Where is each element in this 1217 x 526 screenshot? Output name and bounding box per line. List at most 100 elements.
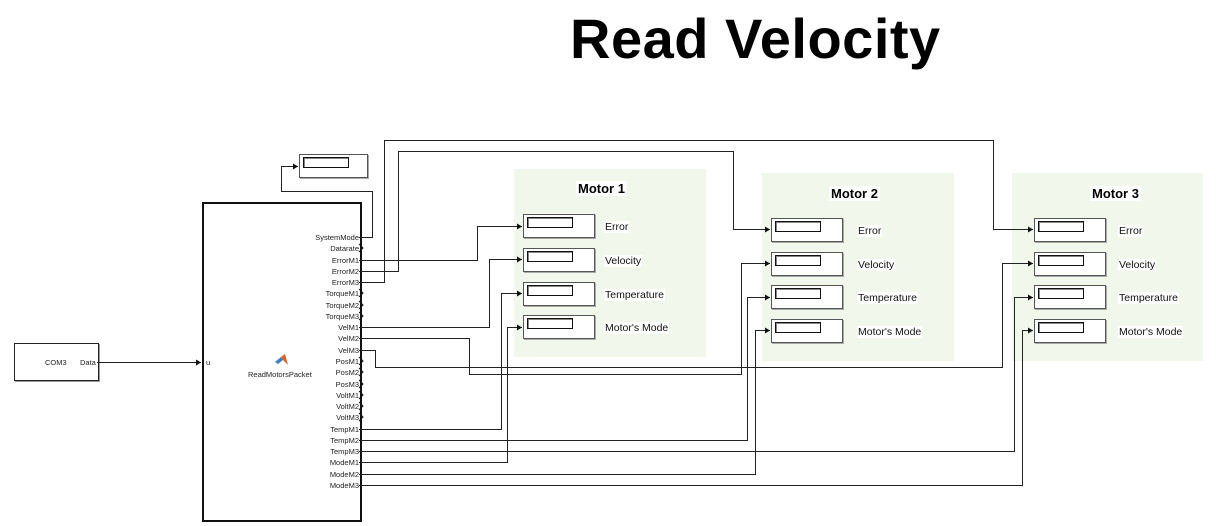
com3-data-port: Data	[80, 358, 96, 367]
output-port-modem2[interactable]: ModeM2	[329, 469, 359, 479]
wire-velm2[interactable]	[359, 263, 770, 375]
wire-modem3-arrow	[1028, 327, 1033, 334]
output-port-modem1[interactable]: ModeM1	[329, 458, 359, 468]
motor-2-title: Motor 2	[829, 186, 880, 201]
motor-3-mode-display[interactable]	[1034, 319, 1106, 343]
motor-1-error-display[interactable]	[523, 214, 595, 238]
output-port-voltm2[interactable]: VoltM2	[336, 402, 359, 412]
motor-3-error-label: Error	[1118, 225, 1144, 237]
display-value	[775, 255, 821, 266]
wire-errorm2-arrow	[765, 226, 770, 233]
motor-1-velocity-display[interactable]	[523, 248, 595, 272]
motor-1-temperature-display[interactable]	[523, 282, 595, 306]
motor-3-velocity-display[interactable]	[1034, 252, 1106, 276]
display-value	[527, 285, 573, 296]
motor-1-title: Motor 1	[576, 181, 627, 196]
display-value	[527, 251, 573, 262]
motor-1-temperature-label: Temperature	[604, 289, 665, 301]
wire-errorm3-arrow	[1028, 226, 1033, 233]
wire-velm1[interactable]	[359, 259, 522, 328]
motor-1-mode-label: Motor's Mode	[604, 322, 670, 334]
output-port-posm1[interactable]: PosM1	[335, 356, 359, 366]
motor-3-temperature-display[interactable]	[1034, 285, 1106, 309]
wire-tempm1[interactable]	[359, 293, 522, 430]
unconnected-port-torquem2	[358, 300, 364, 310]
unconnected-port-voltm1	[358, 390, 364, 400]
wire-errorm1[interactable]	[359, 226, 522, 261]
output-port-tempm2[interactable]: TempM2	[330, 435, 359, 445]
wire-modem3[interactable]	[359, 330, 1033, 486]
display-value	[775, 221, 821, 232]
motor-3-error-display[interactable]	[1034, 218, 1106, 242]
output-port-errorm3[interactable]: ErrorM3	[331, 278, 359, 288]
system-mode-display[interactable]	[299, 154, 368, 178]
wire-tempm2[interactable]	[359, 297, 770, 441]
output-port-voltm3[interactable]: VoltM3	[336, 413, 359, 423]
motor-2-velocity-label: Velocity	[857, 259, 896, 271]
unconnected-port-datarate	[358, 243, 364, 253]
wire-modem1[interactable]	[359, 327, 522, 463]
wire-tempm3[interactable]	[359, 297, 1033, 452]
unconnected-port-voltm2	[358, 401, 364, 411]
output-port-torquem3[interactable]: TorqueM3	[325, 311, 359, 321]
output-port-tempm3[interactable]: TempM3	[330, 447, 359, 457]
output-port-velm3[interactable]: VelM3	[338, 345, 359, 355]
display-value	[527, 318, 573, 329]
display-value	[1038, 221, 1084, 232]
motor-1-mode-display[interactable]	[523, 315, 595, 339]
motor-2-mode-display[interactable]	[771, 319, 843, 343]
output-port-errorm1[interactable]: ErrorM1	[331, 255, 359, 265]
output-port-tempm1[interactable]: TempM1	[330, 424, 359, 434]
com3-label: COM3	[45, 358, 67, 367]
wire-velm3-arrow	[1028, 260, 1033, 267]
output-port-posm3[interactable]: PosM3	[335, 379, 359, 389]
output-port-errorm2[interactable]: ErrorM2	[331, 266, 359, 276]
unconnected-port-torquem1	[358, 288, 364, 298]
diagram-title: Read Velocity	[570, 7, 941, 70]
wire-tempm3-arrow	[1028, 294, 1033, 301]
output-port-voltm1[interactable]: VoltM1	[336, 390, 359, 400]
wire-velm3[interactable]	[359, 263, 1033, 368]
display-value	[775, 322, 821, 333]
unconnected-port-torquem3	[358, 311, 364, 321]
wire-systemmode[interactable]	[281, 166, 373, 238]
motor-2-mode-label: Motor's Mode	[857, 326, 923, 338]
motor-2-velocity-display[interactable]	[771, 252, 843, 276]
unconnected-port-posm3	[358, 379, 364, 389]
display-value	[1038, 288, 1084, 299]
wire-errorm3[interactable]	[359, 140, 1033, 283]
motor-2-error-display[interactable]	[771, 218, 843, 242]
display-value	[527, 217, 573, 228]
wire-modem2[interactable]	[359, 330, 770, 475]
wire-errorm2[interactable]	[359, 151, 770, 272]
wire-velm1-arrow	[517, 256, 522, 263]
wire-errorm1-arrow	[517, 223, 522, 230]
output-port-velm1[interactable]: VelM1	[338, 323, 359, 333]
unconnected-port-posm1	[358, 356, 364, 366]
motor-2-temperature-display[interactable]	[771, 285, 843, 309]
output-port-torquem1[interactable]: TorqueM1	[325, 289, 359, 299]
motor-3-velocity-label: Velocity	[1118, 259, 1157, 271]
block-name: ReadMotorsPacket	[248, 370, 312, 379]
wire-systemmode-arrow	[293, 163, 298, 170]
output-port-posm2[interactable]: PosM2	[335, 368, 359, 378]
output-port-torquem2[interactable]: TorqueM2	[325, 300, 359, 310]
unconnected-port-posm2	[358, 367, 364, 377]
wire-tempm1-arrow	[517, 290, 522, 297]
output-port-datarate[interactable]: Datarate	[330, 244, 359, 254]
wire-tempm2-arrow	[765, 294, 770, 301]
motor-3-title: Motor 3	[1090, 186, 1141, 201]
motor-3-temperature-label: Temperature	[1118, 292, 1179, 304]
display-value	[1038, 255, 1084, 266]
motor-1-velocity-label: Velocity	[604, 255, 643, 267]
motor-3-mode-label: Motor's Mode	[1118, 326, 1184, 338]
input-port-u: u	[206, 358, 211, 367]
output-port-modem3[interactable]: ModeM3	[329, 480, 359, 490]
wire-velm2-arrow	[765, 260, 770, 267]
motor-2-error-label: Error	[857, 225, 883, 237]
matlab-function-icon	[275, 354, 288, 365]
output-port-velm2[interactable]: VelM2	[338, 334, 359, 344]
output-port-systemmode[interactable]: SystemMode	[315, 233, 359, 242]
